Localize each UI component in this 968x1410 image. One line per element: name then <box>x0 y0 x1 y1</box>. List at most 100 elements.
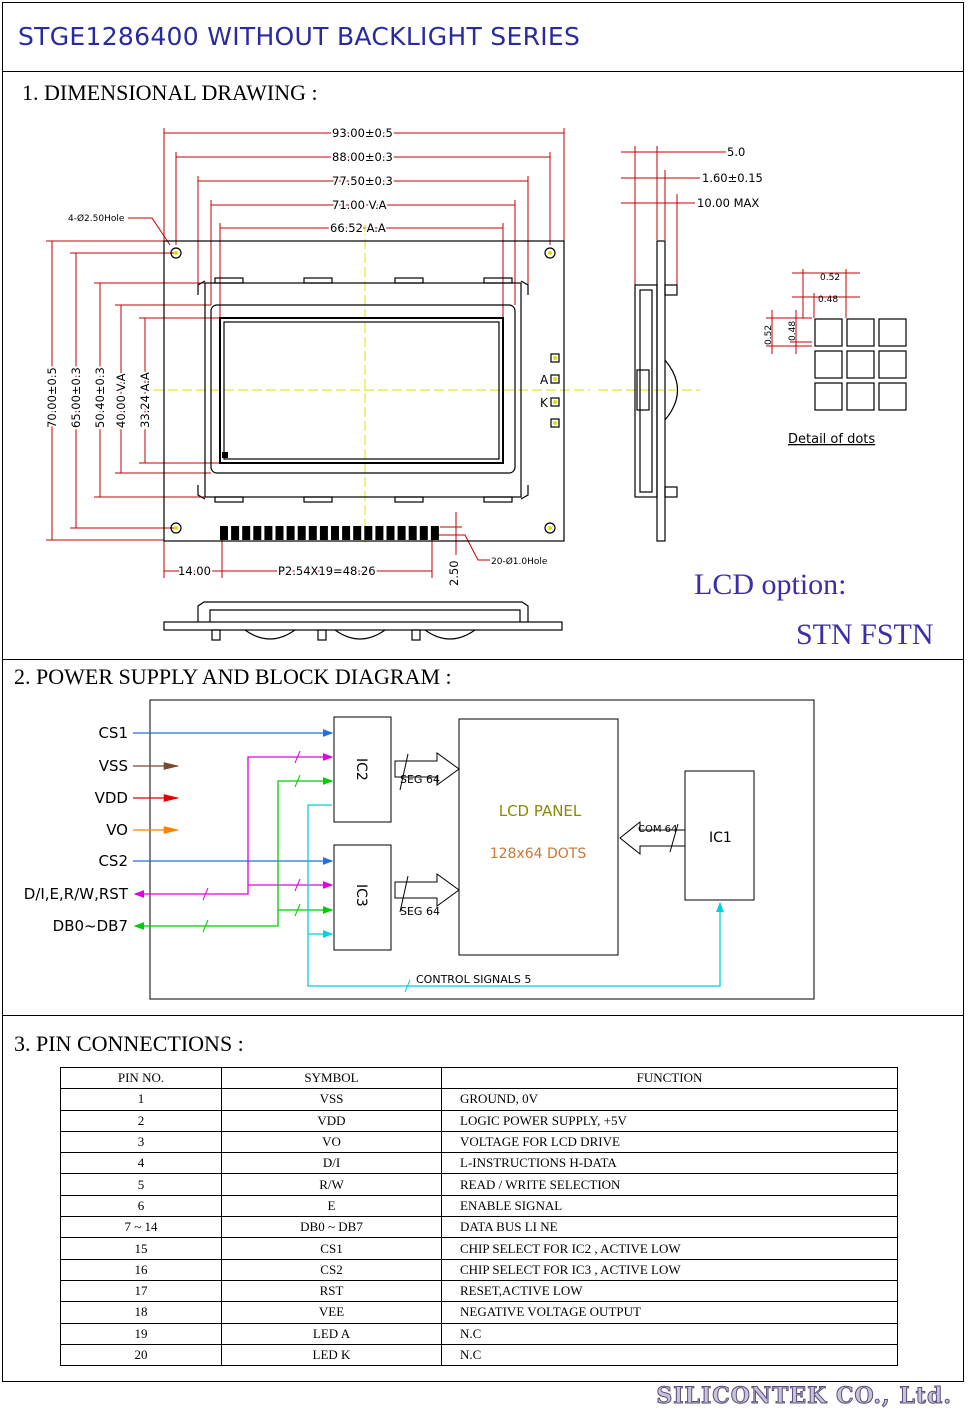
seg-label-1: SEG 64 <box>400 773 440 786</box>
symbol-cell: CS1 <box>221 1237 442 1260</box>
dim-bottom-14: 14.00 <box>178 564 211 578</box>
dot-dim-048v: 0.48 <box>788 321 798 341</box>
function-cell: DATA BUS LI NE <box>441 1216 898 1239</box>
pin-hole-label: 20-Ø1.0Hole <box>491 556 548 567</box>
connector-pin <box>342 526 351 540</box>
dim-left-50: 50.40±0.3 <box>93 367 107 428</box>
connector-pin <box>220 526 228 540</box>
ic2-label: IC2 <box>353 758 369 781</box>
function-cell: RESET,ACTIVE LOW <box>441 1279 898 1303</box>
connector-pin <box>319 526 328 540</box>
dim-bottom-pitch: P2.54X19=48.26 <box>278 564 376 578</box>
function-cell: L-INSTRUCTIONS H-DATA <box>441 1152 898 1175</box>
symbol-cell: VO <box>221 1130 442 1154</box>
table-header-row: PIN NO. SYMBOL FUNCTION <box>60 1066 898 1090</box>
connector-pin <box>364 526 373 540</box>
signal-vo: VO <box>106 821 128 839</box>
pin-no-cell: 16 <box>60 1258 222 1281</box>
pin-no-cell: 18 <box>60 1301 222 1324</box>
symbol-cell: VSS <box>221 1088 442 1111</box>
function-cell: GROUND, 0V <box>441 1088 898 1111</box>
dim-93: 93.00±0.5 <box>332 126 393 140</box>
connector-pin <box>408 526 417 540</box>
connector-pin <box>275 526 284 540</box>
pin-no-cell: 1 <box>60 1088 222 1111</box>
dim-left-40: 40.00 V.A <box>114 373 128 428</box>
pin-no-cell: 2 <box>60 1109 222 1132</box>
connector-pin <box>375 526 384 540</box>
signal-vss: VSS <box>99 757 128 775</box>
connector-pin <box>242 526 251 540</box>
connector-pin <box>397 526 406 540</box>
header-symbol: SYMBOL <box>221 1066 442 1090</box>
signal-ctrl: D/I,E,R/W,RST <box>24 885 129 903</box>
connector-pin <box>286 526 295 540</box>
company-logo: SILICONTEK CO., Ltd. <box>656 1383 952 1410</box>
function-cell: NEGATIVE VOLTAGE OUTPUT <box>441 1301 898 1324</box>
dim-77: 77.50±0.3 <box>332 174 393 188</box>
dot-dim-048: 0.48 <box>818 295 838 305</box>
symbol-cell: D/I <box>221 1152 442 1175</box>
pin-no-cell: 15 <box>60 1237 222 1260</box>
dot-dim-052v: 0.52 <box>764 325 774 345</box>
pin-no-cell: 6 <box>60 1194 222 1218</box>
side-dim-5: 5.0 <box>727 145 745 159</box>
symbol-cell: RST <box>221 1279 442 1303</box>
connector-pin <box>231 526 240 540</box>
lcd-option-label: LCD option: <box>694 568 847 601</box>
connector-pin <box>430 526 439 540</box>
function-cell: CHIP SELECT FOR IC2 , ACTIVE LOW <box>441 1237 898 1260</box>
pin-label-a: A <box>540 373 549 387</box>
function-cell: CHIP SELECT FOR IC3 , ACTIVE LOW <box>441 1258 898 1281</box>
symbol-cell: VEE <box>221 1301 442 1324</box>
section-title-dimensional: 1. DIMENSIONAL DRAWING : <box>22 80 318 105</box>
dots-caption: Detail of dots <box>788 432 875 447</box>
header-function: FUNCTION <box>441 1066 898 1090</box>
connector-pin <box>308 526 317 540</box>
symbol-cell: LED K <box>221 1343 442 1367</box>
symbol-cell: DB0 ~ DB7 <box>221 1216 442 1239</box>
dots-label: 128x64 DOTS <box>490 846 587 862</box>
side-dim-10: 10.00 MAX <box>697 196 759 210</box>
pin-no-cell: 5 <box>60 1173 222 1196</box>
lcd-option-types: STN FSTN <box>796 618 934 651</box>
dim-88: 88.00±0.3 <box>332 150 393 164</box>
section-divider <box>2 659 964 660</box>
header-pin-no: PIN NO. <box>60 1066 222 1090</box>
dim-71: 71.00 V.A <box>332 198 387 212</box>
function-cell: ENABLE SIGNAL <box>441 1194 898 1218</box>
panel-label: LCD PANEL <box>499 802 582 820</box>
pin-no-cell: 20 <box>60 1343 222 1367</box>
connector-pin <box>264 526 273 540</box>
connector-pin <box>386 526 395 540</box>
signal-cs1: CS1 <box>98 724 128 742</box>
connector-pin <box>419 526 428 540</box>
function-cell: N.C <box>441 1343 898 1367</box>
dimensional-drawing: 93.00±0.5 88.00±0.3 77.50±0.3 71.00 V.A … <box>43 124 907 641</box>
dim-left-70: 70.00±0.5 <box>45 367 59 428</box>
signal-db: DB0~DB7 <box>53 917 128 935</box>
function-cell: N.C <box>441 1322 898 1345</box>
header-bar: STGE1286400 WITHOUT BACKLIGHT SERIES <box>2 2 964 72</box>
hole-label: 4-Ø2.50Hole <box>68 213 125 224</box>
pin-no-cell: 19 <box>60 1322 222 1345</box>
pin-no-cell: 3 <box>60 1130 222 1154</box>
pin-no-cell: 17 <box>60 1279 222 1303</box>
symbol-cell: CS2 <box>221 1258 442 1281</box>
section-divider <box>2 1015 964 1016</box>
function-cell: VOLTAGE FOR LCD DRIVE <box>441 1130 898 1154</box>
connector-pin <box>253 526 262 540</box>
connector-pin <box>353 526 362 540</box>
dim-66: 66.52 A.A <box>330 221 386 235</box>
signal-vdd: VDD <box>95 789 128 807</box>
